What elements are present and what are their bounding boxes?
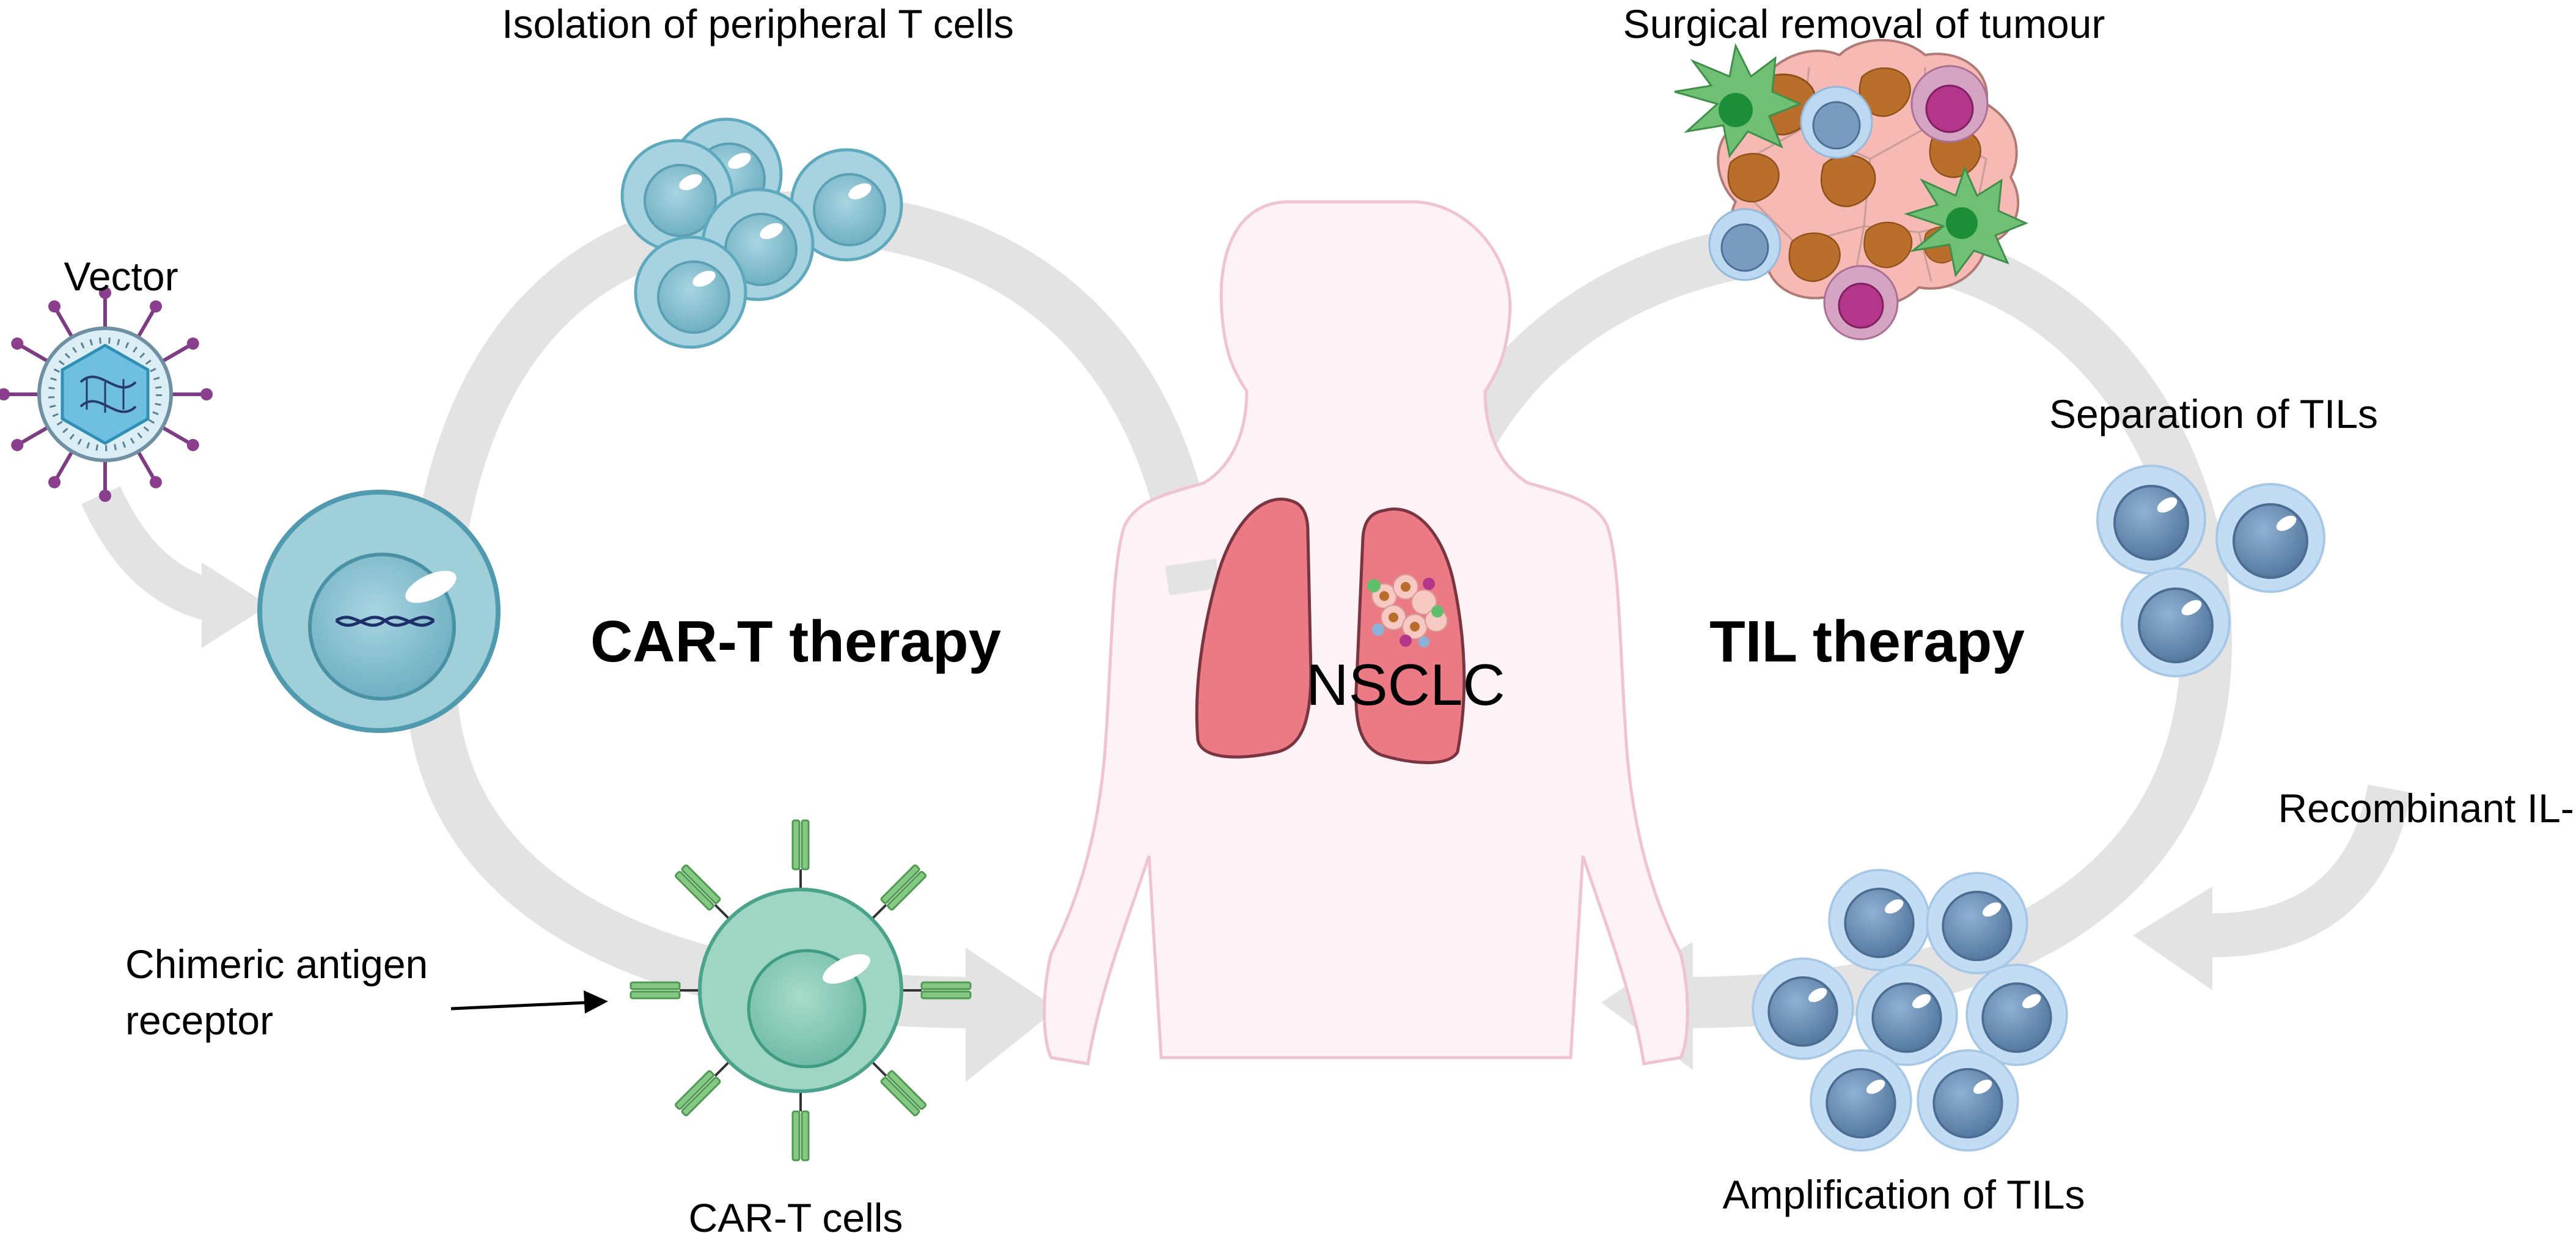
il2-arrow (2133, 784, 2412, 990)
receptor-icon (791, 819, 810, 900)
chimeric-label-line1: Chimeric antigen (125, 941, 428, 987)
til-cell-icon (1810, 1049, 1912, 1152)
t-cell-icon (636, 237, 746, 347)
til-cell-icon (1926, 872, 2028, 974)
separation-label: Separation of TILs (2049, 391, 2378, 436)
chimeric-label-line2: receptor (125, 998, 273, 1043)
til-cell-icon (1752, 957, 1854, 1060)
transduced-cell-icon (257, 490, 501, 733)
surgical-label: Surgical removal of tumour (1623, 1, 2105, 46)
isolation-label: Isolation of peripheral T cells (502, 1, 1014, 46)
til-cell-icon (2121, 567, 2231, 677)
t-cell-cluster (622, 119, 901, 347)
recombinant-label: Recombinant IL-2 (2278, 786, 2576, 831)
vector-label: Vector (64, 254, 178, 299)
til-cell-icon (1965, 963, 2068, 1066)
til-cell-icon (1855, 963, 1958, 1066)
car-t-cycle-arrow (405, 191, 1220, 1082)
lung-tumour-icon (1367, 574, 1448, 647)
car-t-therapy-title: CAR-T therapy (590, 609, 1001, 674)
til-cell-icon (2096, 465, 2206, 575)
tumour-tissue-icon (1674, 39, 2028, 341)
vector-to-cell-arrow (81, 486, 269, 648)
til-cell-icon (1828, 869, 1931, 971)
til-therapy-title: TIL therapy (1709, 609, 2025, 674)
amplification-label: Amplification of TILs (1722, 1172, 2085, 1217)
amplified-til-cluster (1752, 869, 2068, 1152)
pointer-arrow-icon (450, 990, 608, 1014)
til-cell-icon (2215, 483, 2325, 593)
car-t-cell-icon (629, 819, 972, 1162)
til-cell-icon (1917, 1049, 2019, 1152)
nsclc-label: NSCLC (1306, 652, 1505, 718)
virus-icon (0, 287, 213, 502)
receptor-icon (791, 1081, 810, 1162)
car-t-cells-label: CAR-T cells (689, 1195, 903, 1240)
